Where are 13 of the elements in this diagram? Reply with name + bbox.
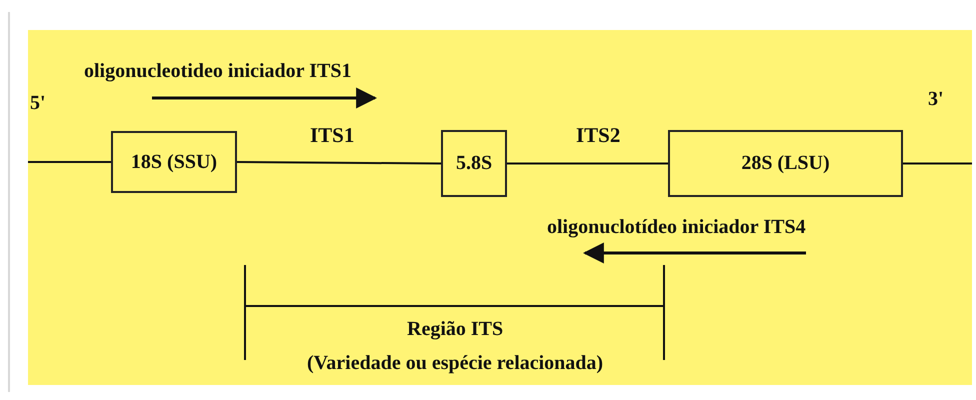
region-label: Região ITS — [407, 318, 504, 341]
connector-line — [237, 161, 441, 164]
gene-box: 18S (SSU) — [111, 131, 237, 193]
connector-line — [903, 162, 972, 164]
region-label: (Variedade ou espécie relacionada) — [307, 352, 604, 375]
connector-line — [507, 162, 668, 164]
strand-end-label: 3' — [928, 88, 944, 111]
primer-label: oligonucleotideo iniciador ITS1 — [84, 60, 352, 83]
gene-box: 5.8S — [441, 130, 507, 197]
gene-box: 28S (LSU) — [668, 130, 903, 197]
connector-line — [28, 161, 111, 163]
primer-label: oligonuclotídeo iniciador ITS4 — [547, 216, 806, 239]
strand-end-label: 5' — [30, 92, 46, 115]
